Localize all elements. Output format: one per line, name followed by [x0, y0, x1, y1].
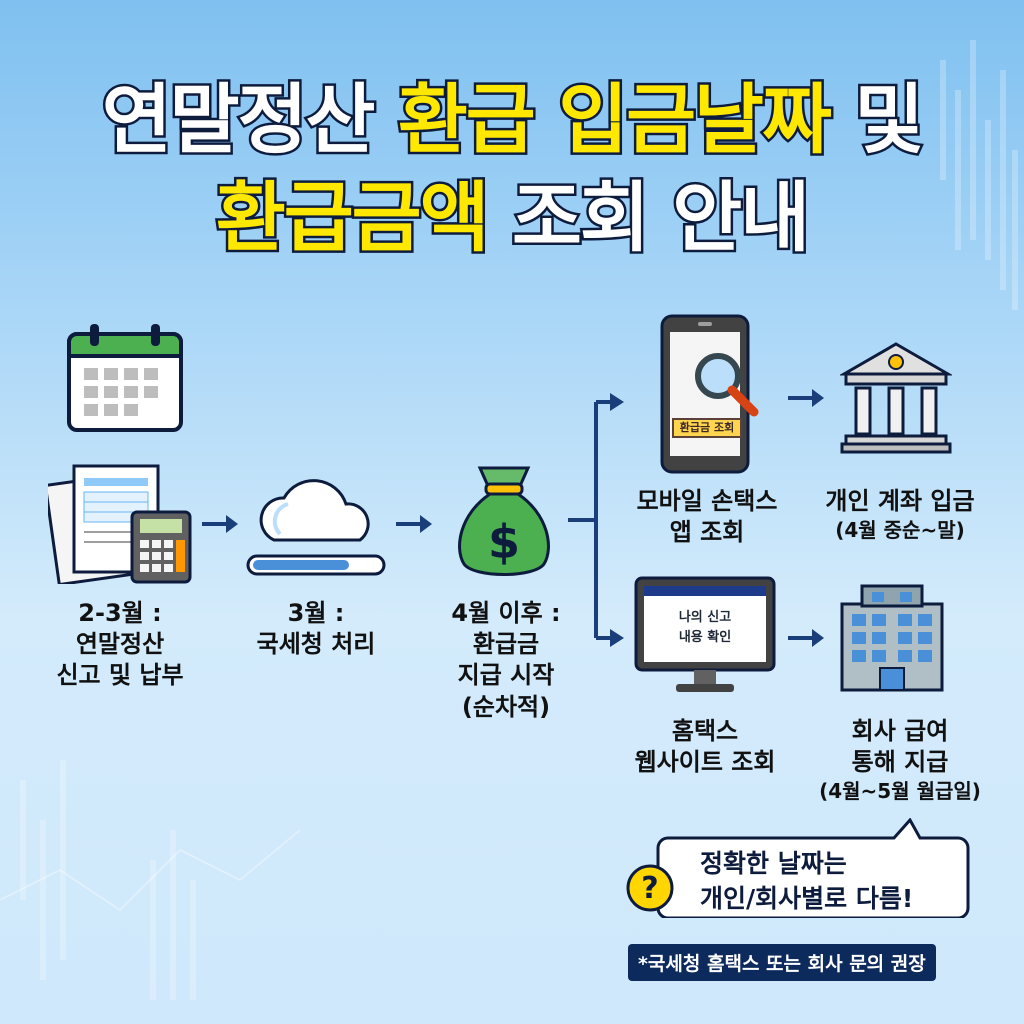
- company-label: 회사 급여 통해 지급 (4월~5월 월급일): [800, 716, 1000, 804]
- monitor-icon: 나의 신고 내용 확인: [634, 576, 776, 700]
- bank-label: 개인 계좌 입금 (4월 중순~말): [800, 486, 1000, 543]
- title-white-3: 조회 안내: [509, 173, 812, 262]
- callout-bubble: [656, 818, 970, 918]
- cloud-processing-icon: [246, 479, 386, 576]
- web-line-1: 홈택스: [671, 717, 739, 745]
- title-yellow-1: 환급 입금날짜: [395, 75, 834, 164]
- step-1-line-2: 연말정산: [75, 630, 165, 659]
- monitor-graphic: [634, 576, 776, 692]
- step-3-label: 4월 이후 : 환급금 지급 시작 (순차적): [426, 598, 586, 723]
- mobile-line-2: 앱 조회: [669, 518, 745, 547]
- step-3-line-2: 환급금: [472, 630, 540, 659]
- step-3-line-4: (순차적): [461, 692, 551, 721]
- bank-icon: [840, 342, 952, 454]
- arrow-to-bank: [788, 389, 824, 407]
- step-1-line-3: 신고 및 납부: [56, 661, 184, 690]
- arrow-to-company: [788, 629, 824, 647]
- monitor-screen-line-2: 내용 확인: [678, 630, 732, 645]
- step-2-line-1: 3월 :: [287, 599, 345, 627]
- question-icon: ?: [626, 864, 674, 912]
- monitor-screen-line-1: 나의 신고: [678, 610, 732, 625]
- web-label: 홈택스 웹사이트 조회: [610, 716, 800, 778]
- step-2-label: 3월 : 국세청 처리: [236, 598, 396, 660]
- title-white-2: 및: [852, 75, 927, 164]
- phone-screen-label: 환급금 조회: [672, 418, 742, 438]
- svg-text:$: $: [488, 515, 520, 569]
- company-line-2: 통해 지급: [851, 748, 949, 777]
- step-3-line-3: 지급 시작: [457, 661, 555, 690]
- mobile-label: 모바일 손택스 앱 조회: [612, 486, 802, 548]
- bank-line-2: (4월 중순~말): [835, 518, 965, 543]
- company-line-1: 회사 급여: [851, 717, 949, 745]
- callout-line-2: 개인/회사별로 다름!: [700, 884, 914, 913]
- phone-graphic: [660, 314, 759, 474]
- mobile-phone-icon: 환급금 조회: [660, 314, 759, 474]
- arrow-right-2: [396, 515, 432, 533]
- callout-line-1: 정확한 날짜는: [700, 849, 847, 878]
- title-line-2: 환급금액 조회 안내: [0, 177, 1024, 258]
- calendar-icon: [67, 324, 183, 432]
- mobile-line-1: 모바일 손택스: [636, 487, 778, 515]
- step-2-line-2: 국세청 처리: [256, 630, 376, 659]
- arrow-right-1: [202, 515, 238, 533]
- branch-connector: [568, 393, 624, 647]
- web-line-2: 웹사이트 조회: [634, 748, 776, 777]
- svg-text:?: ?: [641, 871, 658, 906]
- bank-line-1: 개인 계좌 입금: [825, 487, 975, 515]
- company-line-3: (4월~5월 월급일): [819, 779, 981, 804]
- step-1-line-1: 2-3월 :: [78, 599, 162, 627]
- footnote: *국세청 홈택스 또는 회사 문의 권장: [628, 944, 936, 981]
- step-1-label: 2-3월 : 연말정산 신고 및 납부: [40, 598, 200, 692]
- title-line-1: 연말정산 환급 입금날짜 및: [0, 79, 1024, 160]
- title-yellow-2: 환급금액: [213, 173, 492, 262]
- step-3-line-1: 4월 이후 :: [451, 599, 561, 627]
- company-building-icon: [840, 584, 944, 692]
- callout-text: 정확한 날짜는 개인/회사별로 다름!: [700, 846, 960, 916]
- title-white-1: 연말정산: [99, 75, 378, 164]
- documents-calculator-icon: [48, 464, 192, 584]
- money-bag-icon: $: [458, 466, 550, 576]
